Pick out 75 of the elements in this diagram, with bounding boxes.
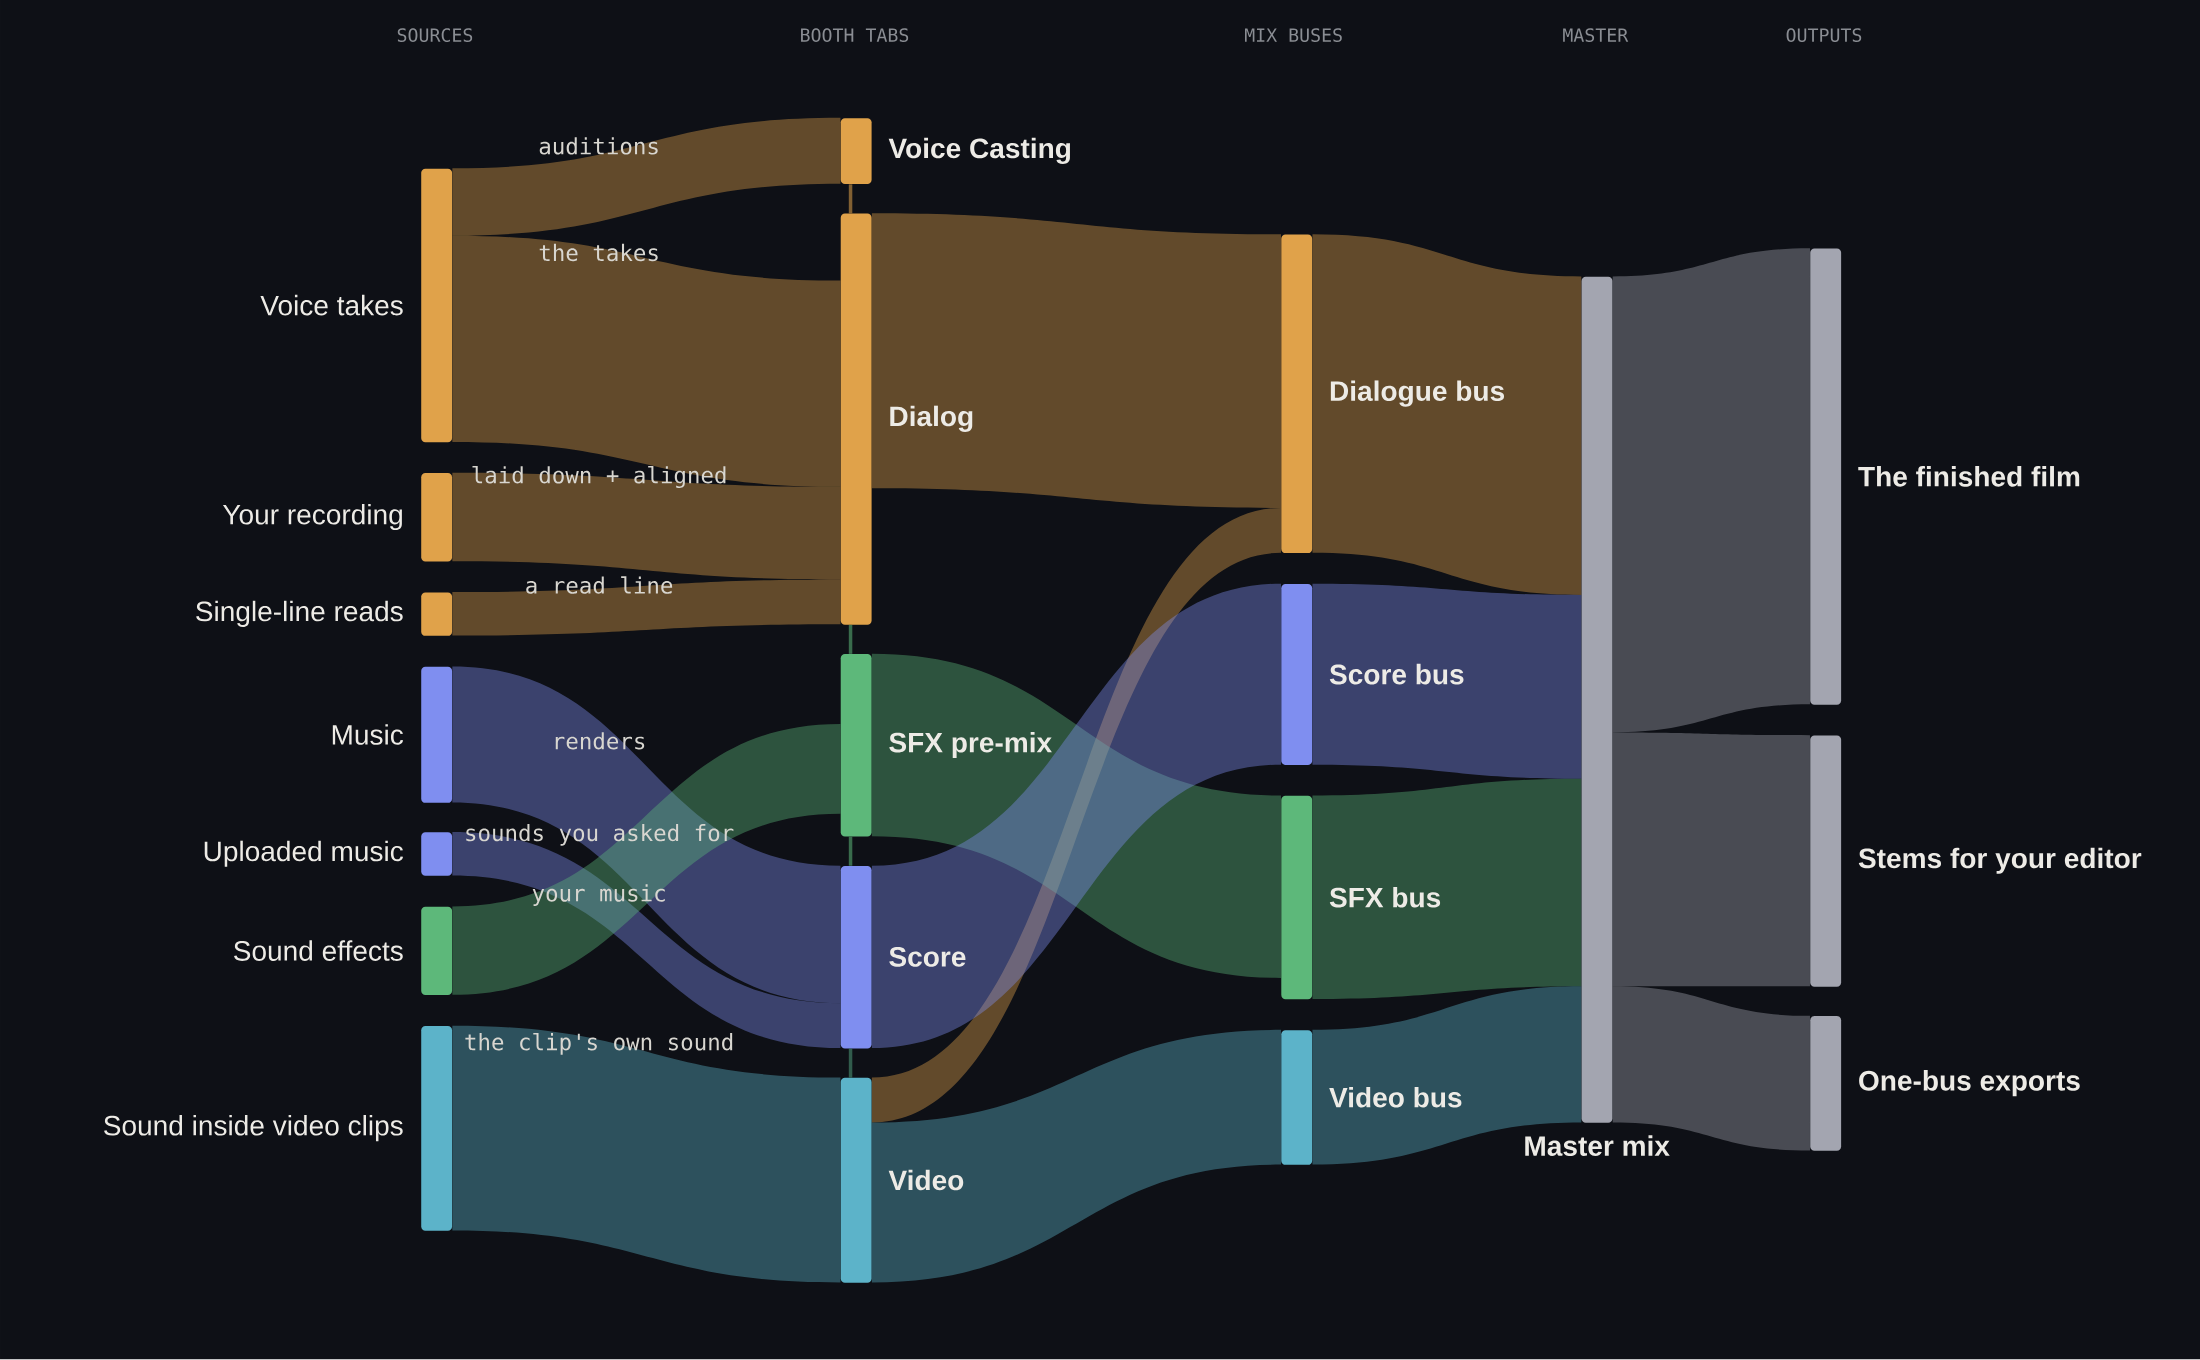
flow-band [1312,986,1582,1165]
flow-band [452,579,841,636]
flow-link [848,184,853,214]
sankey-bar [1281,1030,1313,1166]
sankey-bar [1281,584,1313,766]
sankey-bar [421,473,453,562]
flow-band [871,1030,1281,1283]
edge-label: laid down + aligned [472,466,726,489]
sankey-bar [421,906,453,996]
sankey-bar [1810,1016,1842,1151]
column-header: OUTPUTS [1786,28,1862,43]
node-label: SFX bus [1329,887,1441,908]
flow-link [848,837,853,866]
flow-band [1312,583,1582,779]
sankey-bar [840,654,872,837]
column-header: SOURCES [397,28,473,43]
sankey-bar [1810,248,1842,705]
flow-band [452,235,841,488]
sankey-bar [421,1026,453,1231]
flow-band [452,666,841,1004]
node-label: Video [888,1169,964,1191]
sankey-bar [840,866,872,1049]
flow-band [871,508,1281,1123]
flow-band [452,724,841,995]
node-label: Single-line reads [196,601,403,628]
node-label: Score bus [1329,664,1464,685]
node-label: Music [332,724,404,745]
node-label: Sound inside video clips [104,1115,403,1142]
flow-link [848,625,853,655]
edge-label: auditions [539,137,658,155]
flow-band [452,118,841,236]
sankey-bar [1281,796,1313,1000]
sankey-bar [421,592,453,637]
node-label: Dialogue bus [1330,380,1504,407]
node-label: Video bus [1329,1087,1462,1108]
sankey-bar [1581,276,1613,1123]
edge-label: the takes [539,244,658,262]
flow-band [871,213,1281,509]
sankey-bar [840,118,872,185]
node-label: One-bus exports [1859,1070,2080,1097]
node-label: Voice Casting [888,137,1070,165]
column-header: MIX BUSES [1245,28,1342,43]
flow-band [871,583,1281,1049]
flow-band [871,654,1281,979]
flow-band [452,473,841,580]
flow-band [1612,732,1810,987]
node-label: Stems for your editor [1858,847,2142,875]
node-label: Score [889,947,966,968]
flow-band [1612,248,1810,733]
node-label: Master mix [1525,1135,1670,1157]
sankey-bar [1810,735,1842,987]
flow-link [848,1048,853,1078]
flow-band [1312,234,1582,596]
flow-band [1312,778,1582,1000]
flow-band [452,832,841,1049]
sankey-bar [421,168,453,443]
flow-band [1612,986,1810,1151]
node-label: Voice takes [260,295,403,316]
sankey-bar [421,832,453,876]
sankey-bar [421,666,453,804]
edge-label: a read line [526,576,673,595]
column-header: MASTER [1563,28,1629,43]
column-header: BOOTH TABS [801,28,909,43]
node-label: The finished film [1858,466,2080,487]
sankey-bar [1281,234,1313,554]
node-label: Uploaded music [204,840,403,868]
node-label: Your recording [222,504,402,531]
edge-label: your music [532,884,665,907]
flow-band [452,1025,841,1283]
node-label: Dialog [890,405,973,433]
sankey-bar [840,213,872,625]
node-label: SFX pre-mix [889,732,1052,759]
sankey-bar [840,1078,872,1283]
node-label: Sound effects [234,940,403,962]
edge-label: the clip's own sound [465,1033,733,1055]
